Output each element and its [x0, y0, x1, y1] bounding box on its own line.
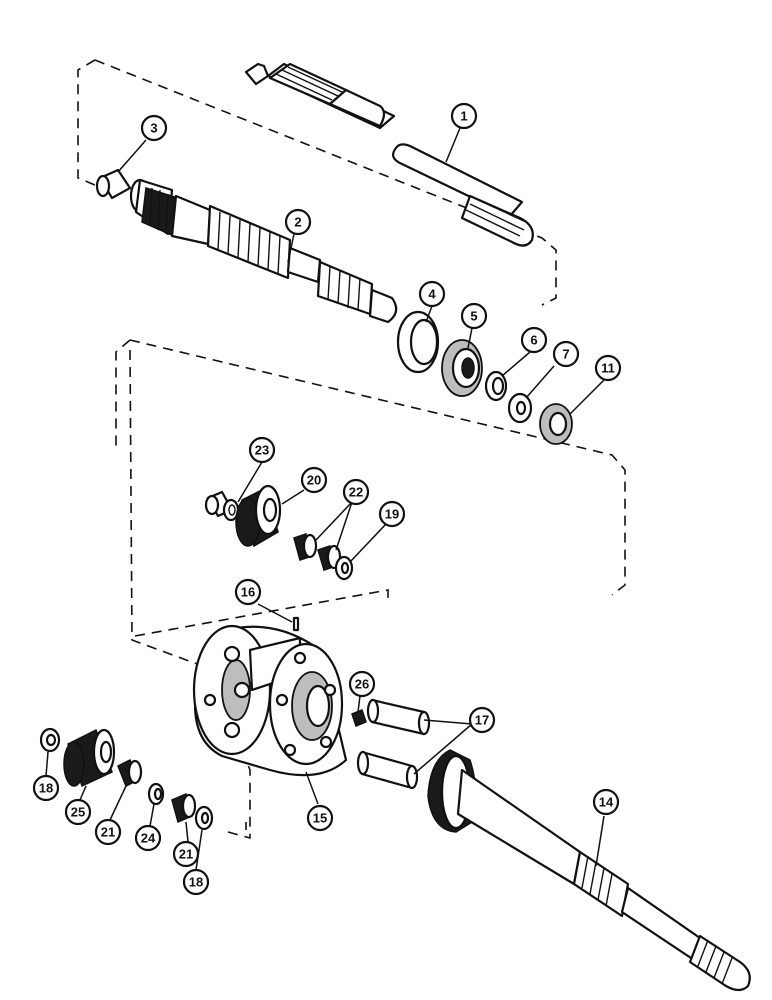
callout-21-right: 21: [172, 840, 200, 868]
pin-shaft-part-17-a: [366, 698, 431, 736]
callout-26: 26: [348, 670, 376, 698]
callout-22-label: 22: [349, 485, 363, 500]
pin-shaft-part-17-b: [356, 750, 419, 790]
callout-1-label: 1: [460, 109, 467, 124]
callout-18-left: 18: [32, 774, 60, 802]
lower-assembly-dashed-outline: [227, 759, 251, 840]
callout-11-label: 11: [601, 361, 615, 376]
callout-18-right-label: 18: [189, 875, 203, 890]
callout-21-left-label: 21: [101, 825, 115, 840]
callout-16-label: 16: [241, 585, 255, 600]
washer-part-19: [334, 555, 354, 581]
callout-15-label: 15: [313, 811, 327, 826]
callout-19: 19: [378, 500, 406, 528]
callout-4: 4: [418, 280, 446, 308]
callout-22: 22: [342, 478, 370, 506]
callout-24-label: 24: [141, 831, 156, 846]
main-shaft-middle-spline: [206, 204, 292, 280]
callout-5: 5: [460, 302, 488, 330]
pin-part-23: [204, 490, 240, 522]
bushing-part-3: [95, 168, 132, 200]
callout-11: 11: [594, 354, 622, 382]
callout-17: 17: [468, 706, 496, 734]
output-shaft-part-14: [427, 749, 751, 992]
callout-14: 14: [592, 788, 620, 816]
set-screw-part-26: [351, 709, 367, 727]
callout-6: 6: [520, 326, 548, 354]
callout-3: 3: [140, 114, 168, 142]
output-shaft-end-spline: [688, 934, 751, 992]
callout-7-label: 7: [562, 347, 569, 362]
callout-21-right-label: 21: [179, 847, 193, 862]
callout-25: 25: [64, 798, 92, 826]
spacer-part-24: [147, 782, 165, 806]
needle-bearing-part-21-a: [117, 758, 143, 788]
callout-19-label: 19: [385, 507, 399, 522]
needle-bearing-part-21-b: [171, 792, 197, 824]
callout-18-left-label: 18: [39, 781, 53, 796]
callout-24: 24: [134, 824, 162, 852]
callout-23-label: 23: [255, 443, 269, 458]
callout-21-left: 21: [94, 818, 122, 846]
callout-2: 2: [284, 208, 312, 236]
leader-lines: [45, 127, 605, 871]
planetary-assembly-dashed-outline: [129, 349, 389, 830]
output-shaft-spline: [572, 850, 630, 918]
sun-gear-part-25: [63, 728, 116, 788]
callout-6-label: 6: [530, 333, 537, 348]
callout-2-label: 2: [294, 215, 301, 230]
callout-20: 20: [300, 466, 328, 494]
callout-5-label: 5: [470, 309, 477, 324]
callout-25-label: 25: [71, 805, 85, 820]
input-shaft: [244, 62, 534, 247]
main-shaft: [129, 178, 398, 324]
planet-carrier-part-15: [192, 624, 348, 777]
callout-17-label: 17: [475, 713, 489, 728]
callout-16: 16: [234, 578, 262, 606]
snap-ring-part-4: [396, 310, 440, 374]
bearing-part-5: [441, 339, 483, 397]
input-shaft-spline-front: [268, 62, 348, 106]
washer-part-7: [507, 392, 533, 424]
thrust-bearing-part-11: [539, 403, 573, 445]
washer-part-18-a: [39, 727, 61, 753]
callout-26-label: 26: [355, 677, 369, 692]
callout-15: 15: [306, 804, 334, 832]
callout-7: 7: [552, 340, 580, 368]
pin-part-16: [292, 616, 300, 632]
input-shaft-spline-rear: [460, 194, 534, 247]
callout-20-label: 20: [307, 473, 321, 488]
washer-part-18-b: [194, 805, 214, 831]
callout-4-label: 4: [428, 287, 436, 302]
ring-part-6: [484, 370, 508, 402]
callout-14-label: 14: [599, 795, 614, 810]
callout-1: 1: [450, 102, 478, 130]
main-shaft-rear-spline: [316, 260, 374, 316]
callout-23: 23: [248, 436, 276, 464]
planet-gear-part-20: [235, 484, 282, 548]
callout-3-label: 3: [150, 121, 157, 136]
needle-bearing-part-22-b: [317, 544, 342, 571]
upper-assembly-dashed-outline: [77, 59, 626, 596]
needle-bearing-part-22-a: [293, 533, 318, 561]
callout-18-right: 18: [182, 868, 210, 896]
